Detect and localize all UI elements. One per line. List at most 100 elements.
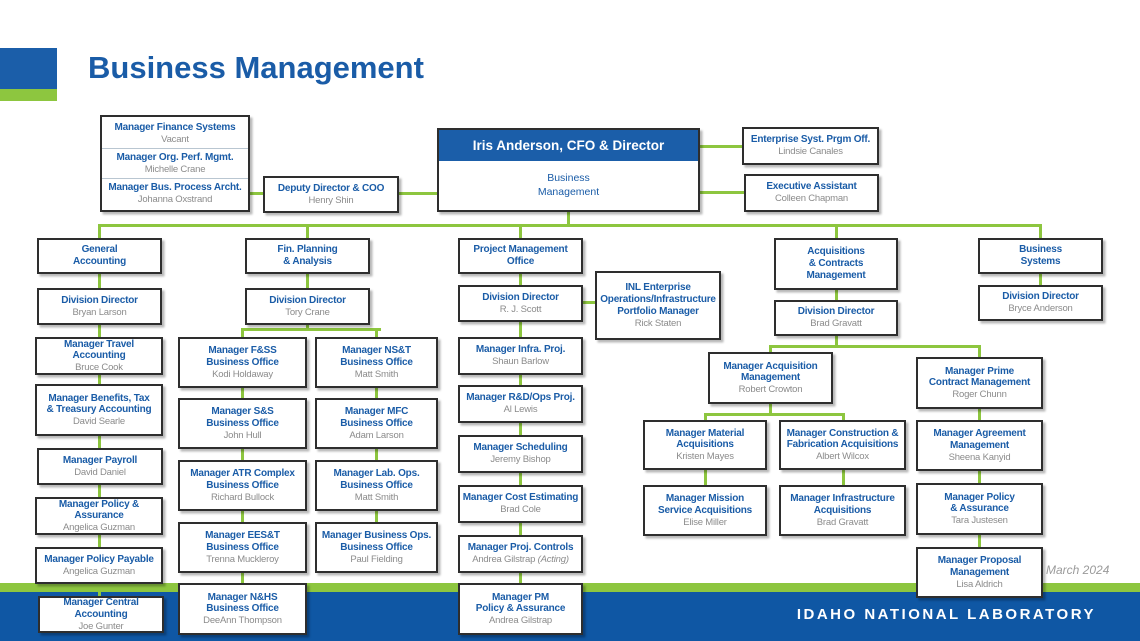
connector	[699, 191, 744, 194]
node-title: Business Systems	[1019, 244, 1062, 267]
node-title: Manager Benefits, Tax & Treasury Account…	[46, 392, 152, 416]
connector	[978, 408, 981, 548]
org-node-acquisitions-contracts-head: Acquisitions & Contracts Management	[774, 238, 898, 290]
node-name: R. J. Scott	[499, 303, 542, 315]
node-name: Robert Crowton	[738, 384, 803, 396]
node-name: David Daniel	[74, 466, 126, 478]
node-name-text: Andrea Gilstrap	[472, 554, 536, 566]
node-title: Manager N&HS Business Office	[206, 591, 279, 615]
node-title: Manager ATR Complex Business Office	[190, 468, 295, 491]
org-node-deputy-director: Deputy Director & COO Henry Shin	[263, 176, 399, 213]
node-name: Angelica Guzman	[63, 522, 135, 534]
node-title: Manager Infrastructure Acquisitions	[790, 493, 895, 516]
node-title: Manager Infra. Proj.	[475, 344, 566, 356]
node-title: Manager F&SS Business Office	[206, 345, 279, 368]
node-title: Manager Construction & Fabrication Acqui…	[786, 427, 899, 451]
staff-entry: Manager Bus. Process Archt. Johanna Oxst…	[102, 178, 248, 206]
node-name: Paul Fielding	[350, 553, 403, 565]
node-title: Manager Business Ops. Business Office	[321, 530, 432, 553]
org-node-manager-central-accounting: Manager Central Accounting Joe Gunter	[38, 596, 164, 633]
connector	[1039, 273, 1042, 287]
connector	[769, 345, 981, 348]
org-node-manager-rd-ops-proj: Manager R&D/Ops Proj. Al Lewis	[458, 385, 583, 423]
org-node-manager-policy-assurance-contracts: Manager Policy & Assurance Tara Justesen	[916, 483, 1043, 535]
node-title: Manager R&D/Ops Proj.	[466, 392, 575, 404]
node-title: Manager Central Accounting	[63, 597, 139, 620]
node-name: Colleen Chapman	[774, 193, 849, 205]
connector	[241, 328, 244, 584]
node-name: Bruce Cook	[75, 362, 123, 374]
connector	[842, 413, 845, 421]
org-node-business-systems-head: Business Systems	[978, 238, 1103, 274]
org-node-cfo-director: Iris Anderson, CFO & Director Business M…	[437, 128, 700, 212]
node-title: Manager Agreement Management	[933, 428, 1026, 451]
org-node-acm-division-director: Division Director Brad Gravatt	[774, 300, 898, 336]
org-node-manager-proposal-management: Manager Proposal Management Lisa Aldrich	[916, 547, 1043, 598]
org-node-manager-mfc-business-office: Manager MFC Business Office Adam Larson	[315, 398, 438, 449]
org-node-executive-assistant: Executive Assistant Colleen Chapman	[744, 174, 879, 212]
org-node-manager-atr-complex-business-office: Manager ATR Complex Business Office Rich…	[178, 460, 307, 511]
node-name: Sheena Kanyid	[948, 451, 1011, 463]
org-node-manager-material-acquisitions: Manager Material Acquisitions Kristen Ma…	[643, 420, 767, 470]
node-title: Manager NS&T Business Office	[340, 345, 413, 368]
node-title: Project Management Office	[473, 244, 568, 267]
org-node-inl-portfolio-manager: INL Enterprise Operations/Infrastructure…	[595, 271, 721, 340]
node-title: Manager Org. Perf. Mgmt.	[116, 152, 234, 164]
connector	[519, 224, 522, 240]
node-name: Joe Gunter	[78, 620, 124, 632]
node-name: Matt Smith	[354, 368, 399, 380]
connector	[704, 470, 707, 487]
node-name: Matt Smith	[354, 491, 399, 503]
header-blue-square	[0, 48, 57, 89]
node-title: Manager Finance Systems	[114, 122, 236, 133]
node-name: Henry Shin	[308, 194, 354, 206]
node-name: Trenna Muckleroy	[206, 553, 279, 565]
node-title: Manager S&S Business Office	[206, 406, 279, 429]
node-title: Fin. Planning & Analysis	[277, 244, 338, 267]
org-node-manager-mission-service-acquisitions: Manager Mission Service Acquisitions Eli…	[643, 485, 767, 536]
node-title: Manager Mission Service Acquisitions	[658, 493, 752, 516]
node-title: General Accounting	[73, 244, 126, 267]
node-name: Bryan Larson	[72, 306, 127, 318]
node-title: Manager Material Acquisitions	[665, 427, 745, 451]
connector	[835, 224, 838, 240]
node-name: John Hull	[223, 429, 262, 441]
node-name: Al Lewis	[503, 404, 538, 416]
node-name: Lisa Aldrich	[956, 578, 1003, 590]
node-name: DeeAnn Thompson	[203, 615, 282, 627]
org-node-fpa-division-director: Division Director Tory Crane	[245, 288, 370, 325]
org-node-pmo-division-director: Division Director R. J. Scott	[458, 285, 583, 322]
org-node-manager-ss-business-office: Manager S&S Business Office John Hull	[178, 398, 307, 449]
node-title: Enterprise Syst. Prgm Off.	[750, 134, 871, 146]
connector	[519, 273, 522, 584]
org-node-manager-nst-business-office: Manager NS&T Business Office Matt Smith	[315, 337, 438, 388]
org-node-manager-proj-controls: Manager Proj. Controls Andrea Gilstrap (…	[458, 535, 583, 573]
node-title: Manager Travel Accounting	[63, 338, 134, 362]
node-title: Manager Payroll	[62, 454, 138, 466]
org-node-manager-eest-business-office: Manager EES&T Business Office Trenna Muc…	[178, 522, 307, 573]
org-node-manager-lab-ops-business-office: Manager Lab. Ops. Business Office Matt S…	[315, 460, 438, 511]
cfo-header: Iris Anderson, CFO & Director	[439, 130, 698, 161]
connector	[699, 145, 742, 148]
connector	[250, 192, 264, 195]
node-title: Manager Policy & Assurance	[944, 491, 1015, 515]
node-name: Kristen Mayes	[676, 451, 734, 463]
node-name: Johanna Oxstrand	[137, 194, 213, 206]
org-node-manager-construction-fabrication-acquisitions: Manager Construction & Fabrication Acqui…	[779, 420, 906, 470]
org-node-bs-division-director: Division Director Bryce Anderson	[978, 285, 1103, 321]
org-node-staff-managers: Manager Finance Systems Vacant Manager O…	[100, 115, 250, 212]
node-title: Division Director	[797, 306, 875, 318]
node-name: Michelle Crane	[144, 163, 206, 175]
node-name: Shaun Barlow	[492, 356, 549, 368]
node-name: Angelica Guzman	[63, 565, 135, 577]
connector	[1039, 224, 1042, 240]
org-node-manager-payroll: Manager Payroll David Daniel	[37, 448, 163, 485]
node-name: Vacant	[161, 133, 189, 145]
connector	[835, 335, 838, 348]
node-name: Brad Gravatt	[810, 318, 862, 330]
org-node-manager-fss-business-office: Manager F&SS Business Office Kodi Holdaw…	[178, 337, 307, 388]
connector	[978, 345, 981, 359]
node-title: Division Director	[1002, 291, 1079, 303]
org-node-manager-policy-payable: Manager Policy Payable Angelica Guzman	[35, 547, 163, 584]
